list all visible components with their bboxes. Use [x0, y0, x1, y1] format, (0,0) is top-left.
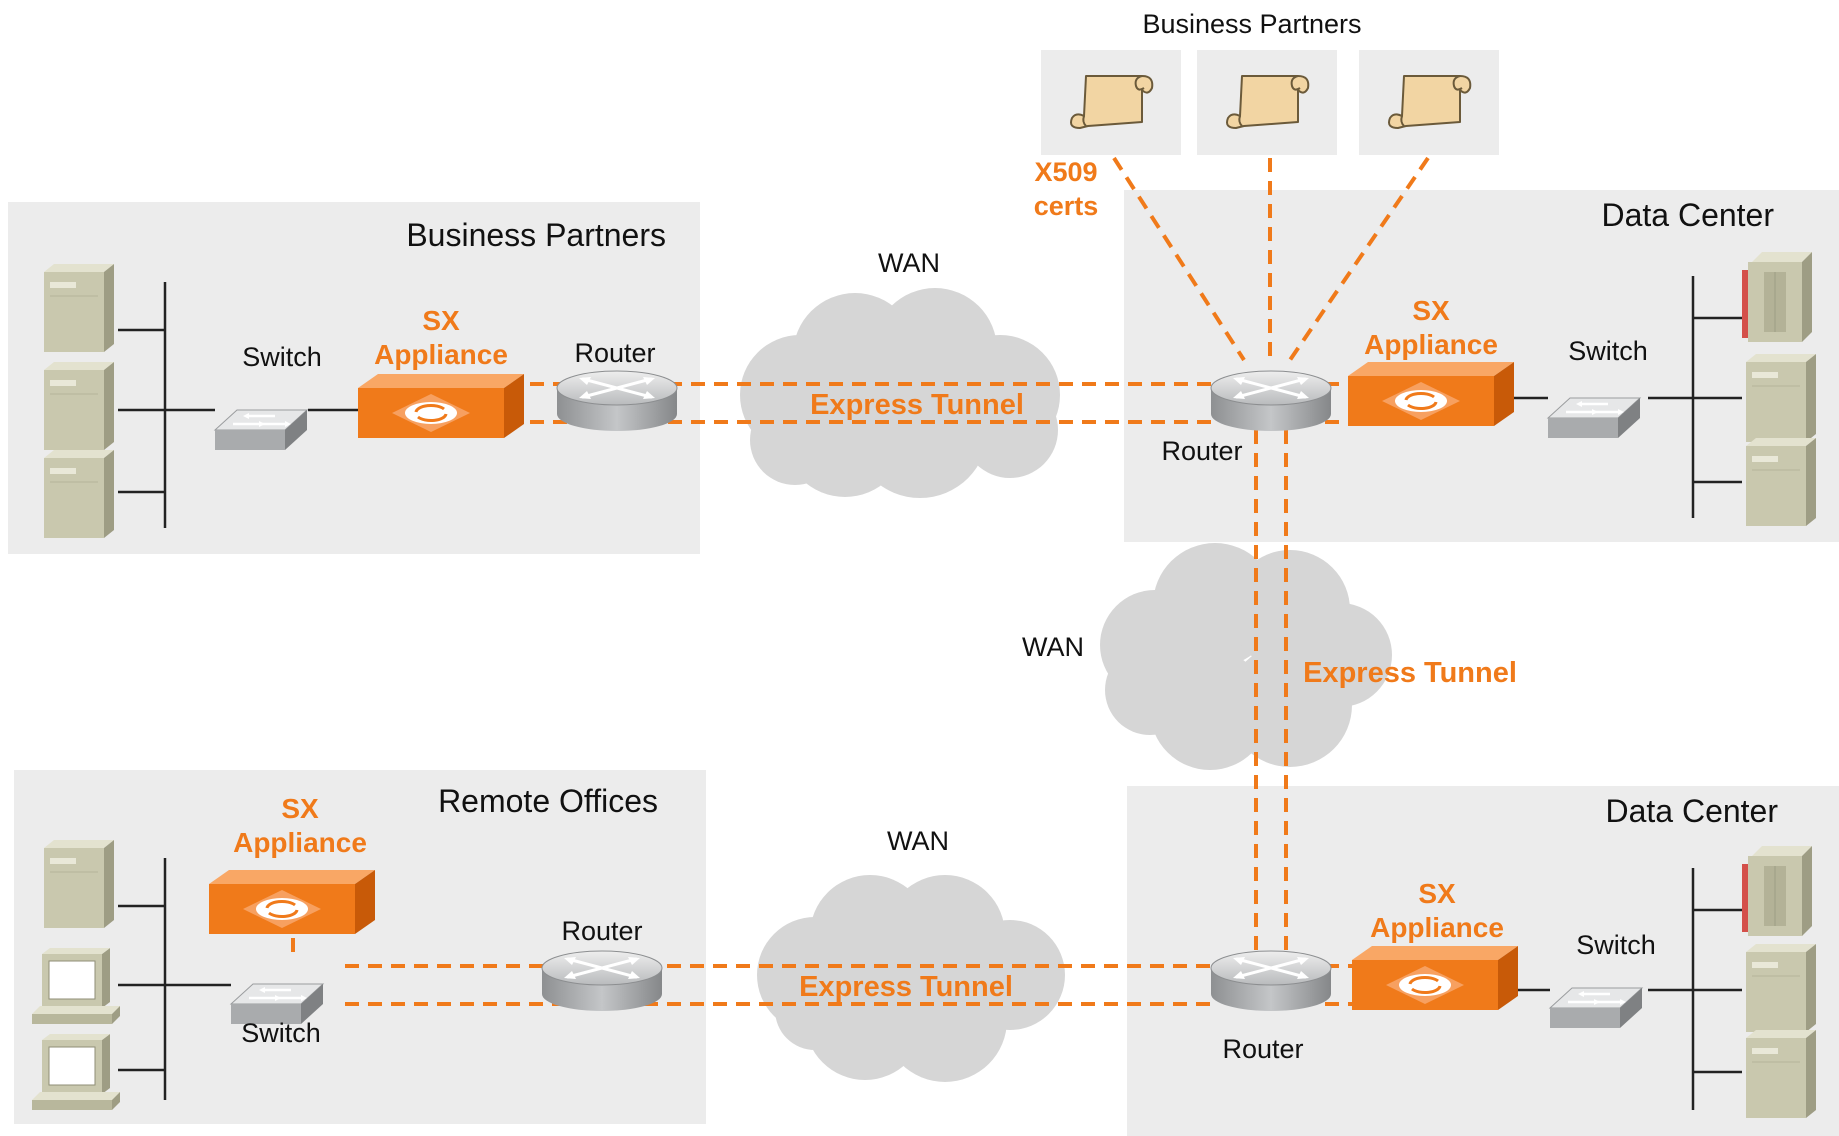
- server-icon: [1745, 437, 1817, 527]
- wan-label-top: WAN: [878, 248, 940, 278]
- express-tunnel-label-bottom: Express Tunnel: [799, 971, 1013, 1003]
- bp-appliance-label-2: Appliance: [374, 339, 508, 370]
- router-icon: [1209, 369, 1333, 433]
- remote-offices-zone: [14, 770, 706, 1124]
- server-icon: [1745, 1029, 1817, 1119]
- wan-label-bottom: WAN: [887, 826, 949, 856]
- ro-switch-label: Switch: [241, 1018, 321, 1048]
- top-partners-title: Business Partners: [1142, 9, 1361, 39]
- server-icon: [43, 263, 115, 353]
- ro-appliance-label-1: SX: [281, 793, 319, 824]
- sx-appliance-icon: [207, 868, 377, 936]
- bp-switch-label: Switch: [242, 342, 322, 372]
- dc2-lan-bus: [1518, 868, 1742, 1110]
- wan-label-middle: WAN: [1022, 632, 1084, 662]
- express-tunnel-label-top: Express Tunnel: [810, 389, 1024, 421]
- sx-appliance-icon: [1350, 944, 1520, 1012]
- dc2-switch-label: Switch: [1576, 930, 1656, 960]
- router-icon: [1209, 949, 1333, 1013]
- router-icon: [555, 369, 679, 433]
- server-icon: [1745, 943, 1817, 1033]
- server-icon: [43, 361, 115, 451]
- dc2-appliance-label-2: Appliance: [1370, 912, 1504, 943]
- express-tunnel-vertical: [1254, 430, 1288, 950]
- workstation-icon: [31, 947, 121, 1025]
- dc1-zone-title: Data Center: [1601, 197, 1774, 233]
- bp-lan-bus: [118, 282, 358, 528]
- ro-appliance-label-2: Appliance: [233, 827, 367, 858]
- ro-lan-bus: [118, 858, 231, 1100]
- cert-links: [1112, 156, 1430, 362]
- bp-zone-title: Business Partners: [406, 217, 666, 253]
- express-tunnel-label-vertical: Express Tunnel: [1303, 657, 1517, 689]
- ro-zone-title: Remote Offices: [438, 783, 658, 819]
- mainframe-icon: [1741, 251, 1813, 343]
- dc1-appliance-label-1: SX: [1412, 295, 1450, 326]
- dc1-router-label: Router: [1161, 436, 1242, 466]
- dc2-appliance-label-1: SX: [1418, 878, 1456, 909]
- dc1-lan-bus: [1514, 276, 1742, 518]
- router-icon: [540, 949, 664, 1013]
- workstation-icon: [31, 1033, 121, 1111]
- mainframe-icon: [1741, 845, 1813, 937]
- x509-label-line2: certs: [1034, 191, 1099, 221]
- server-icon: [1745, 353, 1817, 443]
- server-icon: [43, 449, 115, 539]
- ro-router-label: Router: [561, 916, 642, 946]
- dc1-appliance-label-2: Appliance: [1364, 329, 1498, 360]
- wan-cloud-top: [740, 288, 1060, 498]
- wan-cloud-middle: [1100, 543, 1392, 770]
- dc2-router-label: Router: [1222, 1034, 1303, 1064]
- dc2-zone-title: Data Center: [1605, 793, 1778, 829]
- dc1-switch-label: Switch: [1568, 336, 1648, 366]
- sx-appliance-icon: [356, 372, 526, 440]
- sx-appliance-icon: [1346, 360, 1516, 428]
- x509-label-line1: X509: [1034, 157, 1097, 187]
- bp-appliance-label-1: SX: [422, 305, 460, 336]
- bp-router-label: Router: [574, 338, 655, 368]
- server-icon: [43, 839, 115, 929]
